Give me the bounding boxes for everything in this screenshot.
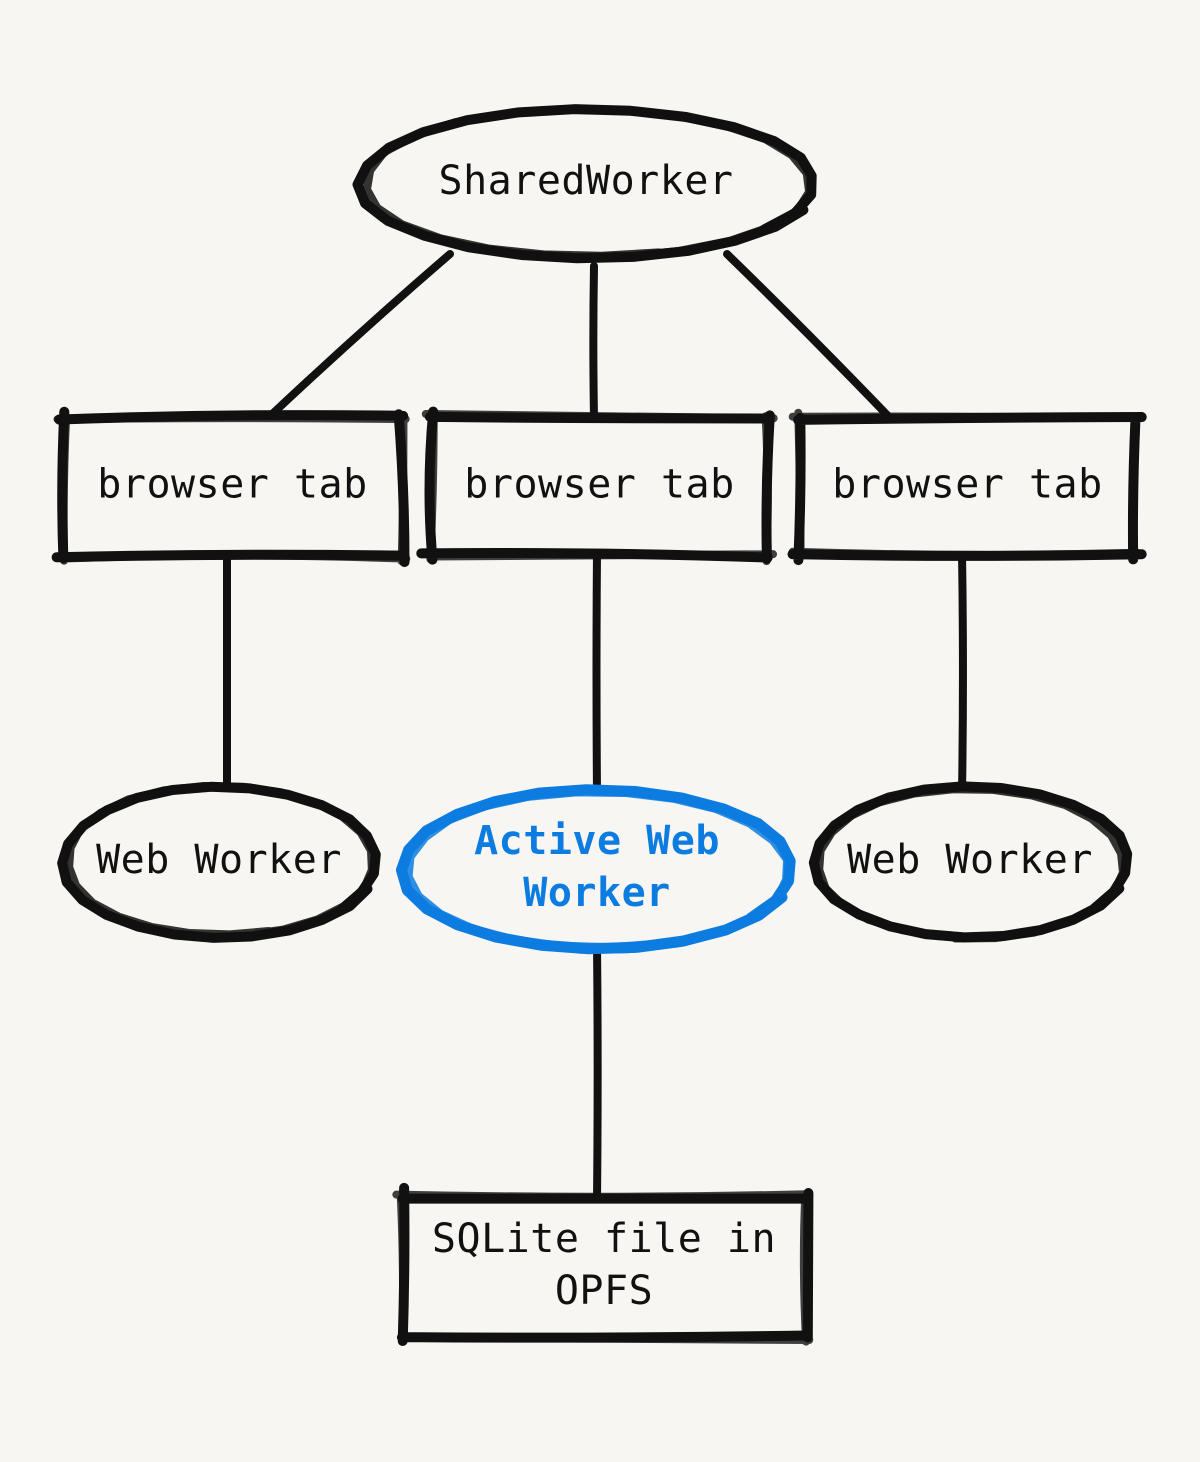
node-shared-worker[interactable]: SharedWorker — [352, 104, 817, 264]
node-fill — [814, 786, 1126, 938]
node-browser-tab-center[interactable]: browser tab — [416, 406, 778, 566]
node-outline — [362, 105, 814, 262]
node-label-line: Worker — [523, 870, 671, 916]
node-fill — [403, 1197, 805, 1337]
edge-active-sqlite — [593, 941, 602, 1204]
node-label: browser tab — [832, 462, 1102, 508]
node-fill — [799, 418, 1136, 555]
node-outline — [392, 1190, 814, 1346]
node-browser-tab-right[interactable]: browser tab — [787, 408, 1147, 566]
edge-sharedworker-tab-center — [589, 262, 598, 422]
node-label: browser tab — [464, 462, 734, 508]
node-label: SharedWorker — [439, 158, 734, 204]
edge-tab-center-active — [592, 548, 601, 797]
node-browser-tab-left[interactable]: browser tab — [51, 406, 411, 568]
node-outline — [64, 782, 377, 940]
node-outline — [814, 784, 1128, 943]
edges-layer — [222, 250, 967, 1204]
node-label-line: browser tab — [97, 462, 367, 508]
edge-sharedworker-tab-right — [723, 250, 894, 422]
node-outline — [421, 410, 778, 566]
node-web-worker-left[interactable]: Web Worker — [57, 781, 381, 943]
node-label: Web Worker — [847, 837, 1093, 883]
node-label-line: browser tab — [464, 462, 734, 508]
edge-tab-right-worker-right — [958, 548, 967, 797]
node-fill — [403, 789, 791, 949]
node-fill — [360, 108, 812, 258]
node-web-worker-right[interactable]: Web Worker — [808, 781, 1133, 943]
node-label-line: Web Worker — [847, 837, 1093, 883]
node-label: SQLite file in OPFS — [432, 1216, 776, 1314]
node-label-line: OPFS — [555, 1268, 653, 1314]
node-label-line: Web Worker — [96, 837, 342, 883]
node-label-line: Active Web — [474, 818, 720, 864]
node-sqlite-opfs-file[interactable]: SQLite file in OPFS — [392, 1182, 814, 1347]
node-label-line: SQLite file in — [432, 1216, 776, 1262]
node-label-line: browser tab — [832, 462, 1102, 508]
nodes-layer: SharedWorker browser tab browser tab browse… — [51, 104, 1147, 1347]
node-outline — [788, 408, 1145, 561]
node-fill — [63, 786, 375, 938]
node-label: browser tab — [97, 462, 367, 508]
node-outline — [403, 786, 793, 954]
node-outline — [53, 412, 411, 566]
node-fill — [431, 418, 768, 555]
edge-sharedworker-tab-left — [264, 250, 454, 422]
node-fill — [64, 418, 401, 555]
node-label: Web Worker — [96, 837, 342, 883]
node-label-line: SharedWorker — [439, 158, 734, 204]
